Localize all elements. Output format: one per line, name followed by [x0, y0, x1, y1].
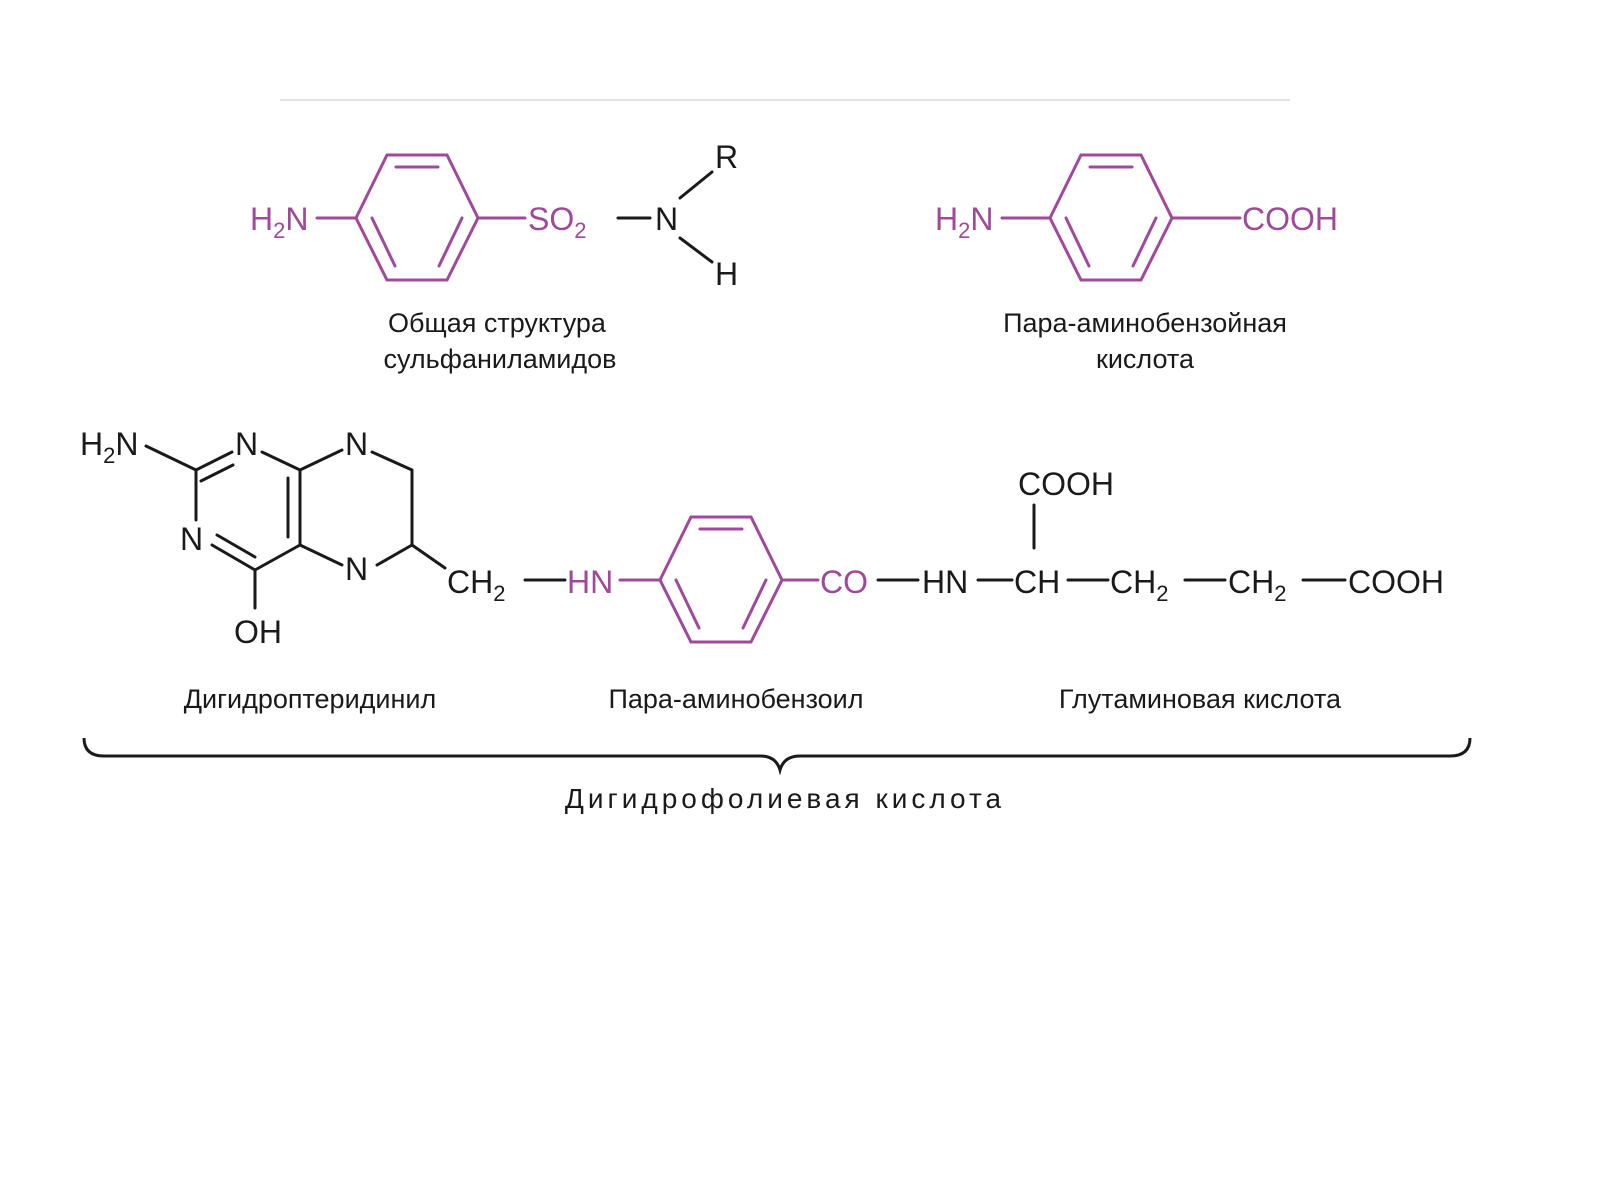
paba-carboxyl-group: COOH: [1242, 201, 1338, 237]
dihydropteridinyl-fragment: H2N N N OH N N: [80, 426, 567, 650]
glutamate-alpha-carbon: CH: [1014, 564, 1060, 600]
paba-caption-line2: кислота: [1096, 344, 1195, 374]
glutamic-acid-fragment: HN CH COOH CH2 CH2 COOH: [876, 466, 1444, 606]
benzoyl-carbonyl: CO: [820, 564, 868, 600]
glutamate-terminal-carboxyl: COOH: [1348, 564, 1444, 600]
benzoyl-amine: HN: [567, 564, 613, 600]
sulfanilamide-n-h-bond: [678, 236, 714, 264]
paba-structure: H2N COOH Пара-аминобензойная кислота: [935, 153, 1338, 374]
sulfanilamide-nitrogen: N: [655, 201, 678, 237]
glutamate-amine: HN: [922, 564, 968, 600]
sulfanilamide-benzene-ring: [354, 153, 480, 282]
sulfanilamide-n-r-bond: [678, 170, 714, 200]
dihydrofolate-brace: [82, 737, 1472, 776]
sulfanilamide-r-group: R: [715, 139, 738, 175]
paba-caption-line1: Пара-аминобензойная: [1003, 308, 1287, 338]
part-label-para-aminobenzoyl: Пара-аминобензоил: [608, 684, 863, 714]
part-label-dihydropteridinyl: Дигидроптеридинил: [184, 684, 436, 714]
glutamate-gamma-methylene: CH2: [1228, 564, 1286, 606]
pteridine-hydroxyl: OH: [234, 614, 282, 650]
para-aminobenzoyl-fragment: HN CO: [567, 515, 868, 644]
sulfanilamide-structure: H2N SO2 N R H Общая структура сульфанила…: [250, 139, 738, 374]
sulfanilamide-amino-group: H2N: [250, 201, 308, 243]
sulfanilamide-caption-line2: сульфаниламидов: [384, 344, 617, 374]
pteridine-n3: N: [345, 426, 368, 462]
glutamate-beta-methylene: CH2: [1110, 564, 1168, 606]
pteridine-n1: N: [235, 426, 258, 462]
dihydrofolate-structure: H2N N N OH N N: [80, 426, 1472, 814]
sulfanilamide-hydrogen: H: [715, 256, 738, 292]
pteridine-n4: N: [345, 551, 368, 587]
part-label-glutamic-acid: Глутаминовая кислота: [1059, 684, 1342, 714]
dihydrofolate-caption: Дигидрофолиевая кислота: [565, 783, 1005, 814]
paba-amino-group: H2N: [935, 201, 993, 243]
pteridine-amino-group: H2N: [80, 426, 138, 468]
sulfanilamide-so2-group: SO2: [528, 201, 586, 243]
glutamate-alpha-carboxyl: COOH: [1018, 466, 1114, 502]
pteridine-n2: N: [180, 521, 203, 557]
methylene-bridge: CH2: [447, 564, 505, 606]
paba-benzene-ring: [1048, 153, 1174, 282]
sulfanilamide-caption-line1: Общая структура: [388, 308, 607, 338]
